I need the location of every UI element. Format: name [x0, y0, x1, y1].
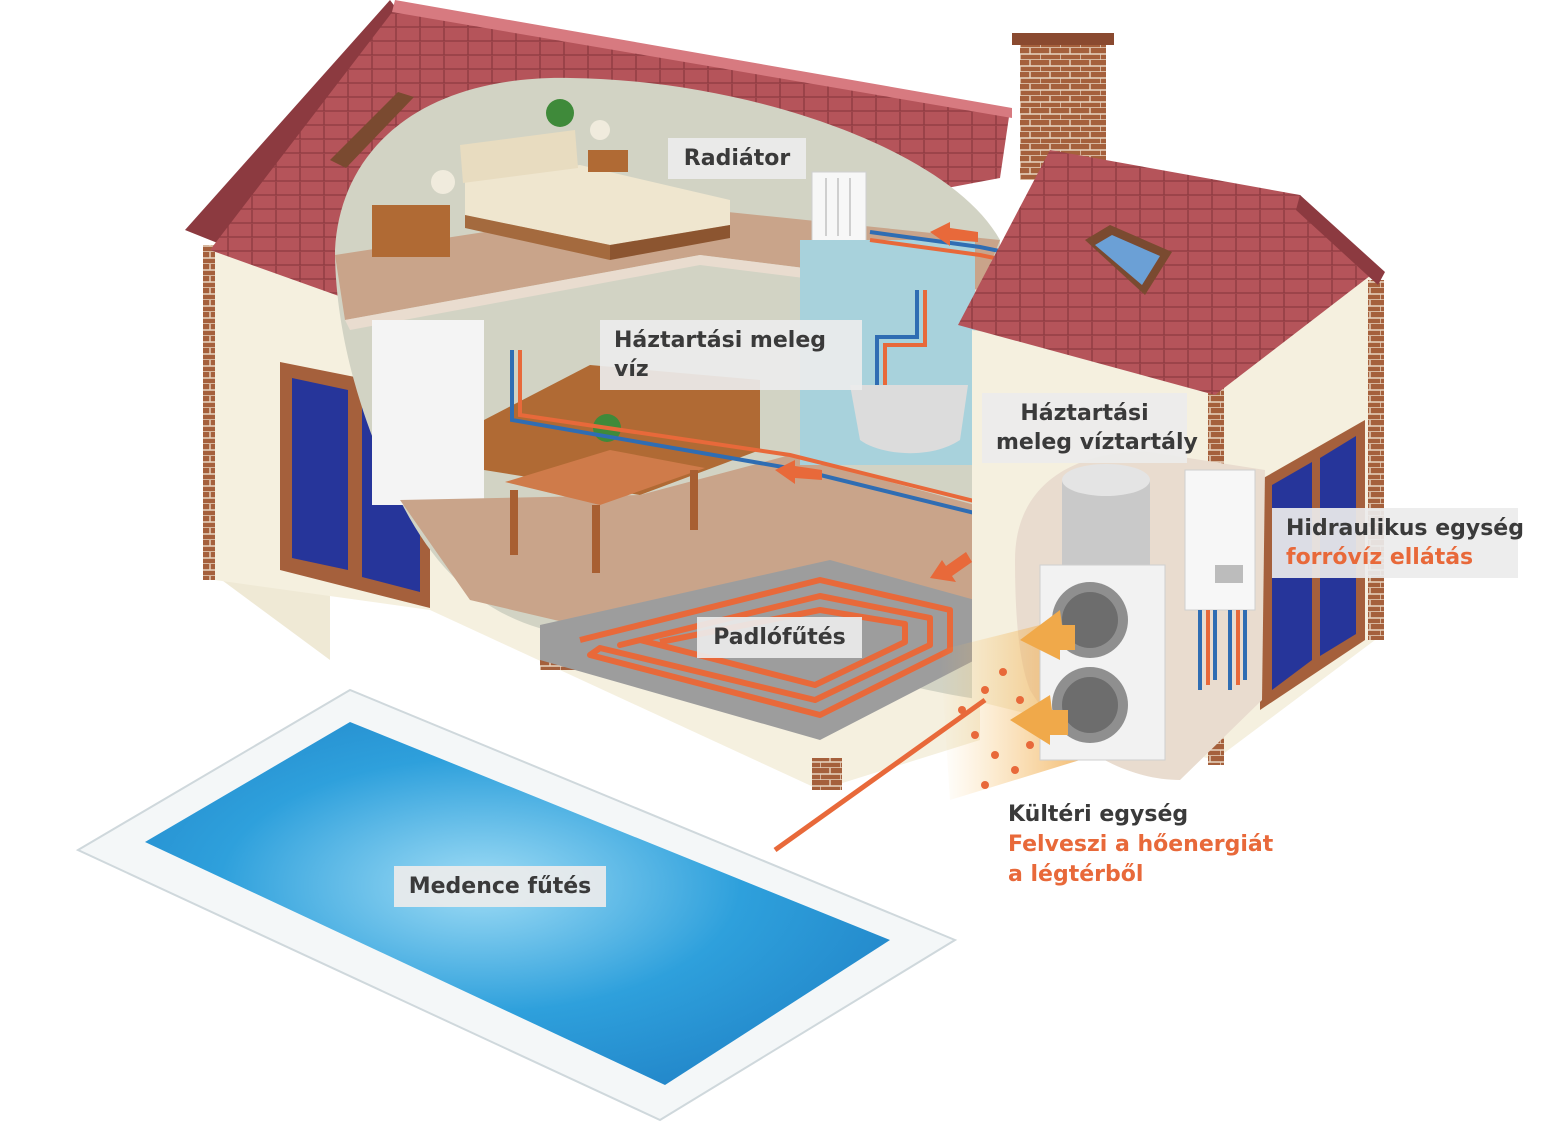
- annex-roof-window-glass: [1095, 235, 1160, 285]
- radiator-label: Radiátor: [668, 138, 806, 179]
- fridge: [372, 320, 484, 505]
- nightstand: [372, 205, 450, 257]
- outdoor-unit-label-line1: Kültéri egység: [1008, 802, 1189, 827]
- chimney-cap: [1012, 33, 1114, 45]
- bath-cold-pipe: [875, 290, 919, 385]
- bath-hot-pipe: [883, 290, 927, 385]
- hydraulic-unit-icon: [1184, 469, 1256, 611]
- roof-window: [330, 92, 414, 168]
- radiator-label-text: Radiátor: [683, 146, 791, 171]
- roof-ridge: [392, 0, 1012, 118]
- annex-roof: [958, 150, 1375, 395]
- pool-heating-label-text: Medence fűtés: [408, 874, 592, 899]
- hydraulic-unit-label: Hidraulikus egység forróvíz ellátás: [1272, 508, 1524, 578]
- hydraulic-unit-label-line2: forróvíz ellátás: [1286, 545, 1474, 570]
- hot-pipe-mid: [518, 350, 1151, 547]
- dhw-label-text: Háztartási meleg víz: [614, 328, 826, 382]
- base-brick-right: [812, 758, 842, 790]
- hydraulic-pipes: [1198, 610, 1247, 690]
- floor-heating-label: Padlófűtés: [697, 617, 862, 658]
- plant-icon: [546, 99, 574, 127]
- flow-arrow-icon-3: [930, 552, 972, 582]
- dhw-label: Háztartási meleg víz: [600, 320, 862, 390]
- lamp-icon-2: [590, 120, 610, 140]
- hydraulic-unit-label-line1: Hidraulikus egység: [1286, 516, 1524, 541]
- pool-pipe: [773, 697, 987, 853]
- air-arrow-icon: [1020, 610, 1075, 660]
- outdoor-unit: [940, 564, 1166, 800]
- dhw-tank-label: Háztartási meleg víztartály: [982, 393, 1198, 463]
- flow-arrow-icon-2: [775, 460, 822, 484]
- annex-corner-brick: [1368, 280, 1384, 640]
- pool-heating-label: Medence fűtés: [394, 866, 606, 907]
- radiator-icon: [811, 171, 867, 243]
- nightstand-2: [588, 150, 628, 172]
- annex-roof-edge: [1296, 195, 1385, 285]
- outdoor-unit-label: Kültéri egység Felveszi a hőenergiát a l…: [1008, 800, 1308, 890]
- flow-arrow-icon: [930, 222, 978, 246]
- bed: [460, 130, 730, 260]
- outdoor-unit-label-line2: Felveszi a hőenergiát: [1008, 832, 1274, 857]
- hydraulic-pipes-hot: [1206, 610, 1240, 685]
- floor-heating-label-text: Padlófűtés: [713, 625, 846, 650]
- dhw-tank-label-line1: Háztartási: [1020, 401, 1149, 426]
- bathtub-icon: [850, 385, 968, 454]
- air-arrow-icon-2: [1010, 695, 1068, 745]
- outdoor-unit-label-line3: a légtérből: [1008, 862, 1144, 887]
- lamp-icon: [431, 170, 455, 194]
- dhw-tank-label-line2: meleg víztartály: [996, 430, 1198, 455]
